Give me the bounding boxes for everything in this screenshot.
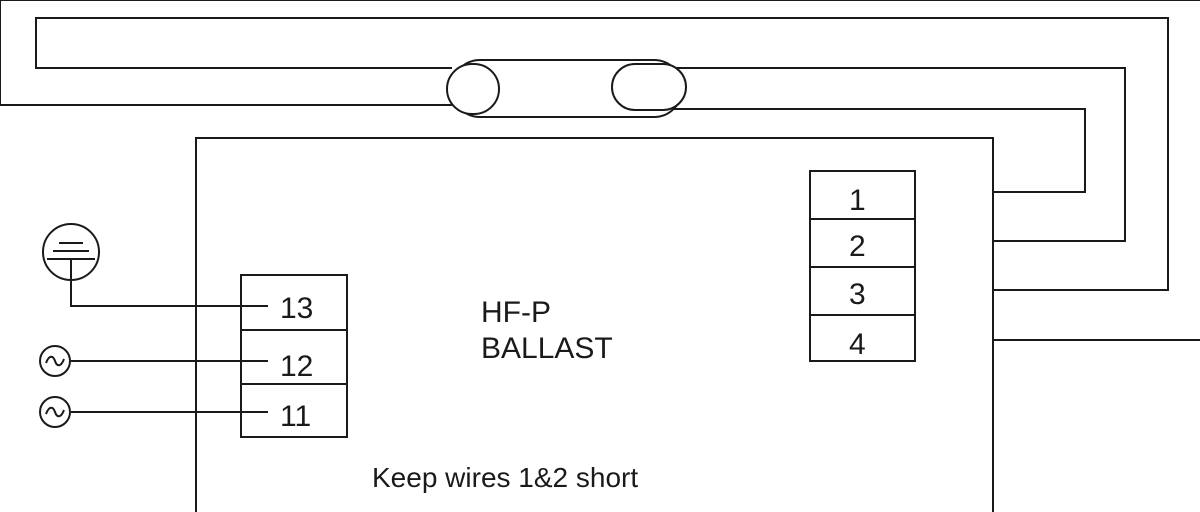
ballast-note: Keep wires 1&2 short	[372, 462, 638, 493]
lamp-filament-left	[446, 63, 500, 115]
terminal-block-right: 1 2 3 4	[809, 170, 916, 362]
terminal-label-11: 11	[280, 400, 311, 433]
terminal-box-11	[240, 383, 348, 438]
lamp-wiring	[0, 0, 1200, 341]
terminal-label-3: 3	[849, 278, 866, 311]
lamp-filament-right	[611, 63, 687, 111]
terminal-box-4	[809, 314, 916, 362]
terminal-label-12: 12	[280, 350, 313, 383]
terminal-block-left: 13 12 11	[240, 274, 348, 438]
earth-ground-icon	[42, 223, 100, 281]
terminal-box-12	[240, 329, 348, 385]
wire-inner-loop	[35, 17, 1169, 291]
terminal-label-13: 13	[280, 292, 313, 325]
wire-terminal-2	[668, 67, 1126, 242]
ac-supply-icon	[39, 345, 71, 377]
wire-earth	[70, 272, 268, 307]
supply-wiring	[70, 272, 268, 413]
terminal-label-2: 2	[849, 230, 866, 263]
terminal-box-2	[809, 218, 916, 268]
ballast-title-line1: HF-P	[481, 296, 551, 329]
ballast-title-line2: BALLAST	[481, 332, 613, 365]
terminal-label-4: 4	[849, 328, 866, 361]
terminal-label-1: 1	[849, 184, 866, 217]
wire-outer-loop	[0, 0, 1200, 106]
ac-supply-icon	[39, 396, 71, 428]
